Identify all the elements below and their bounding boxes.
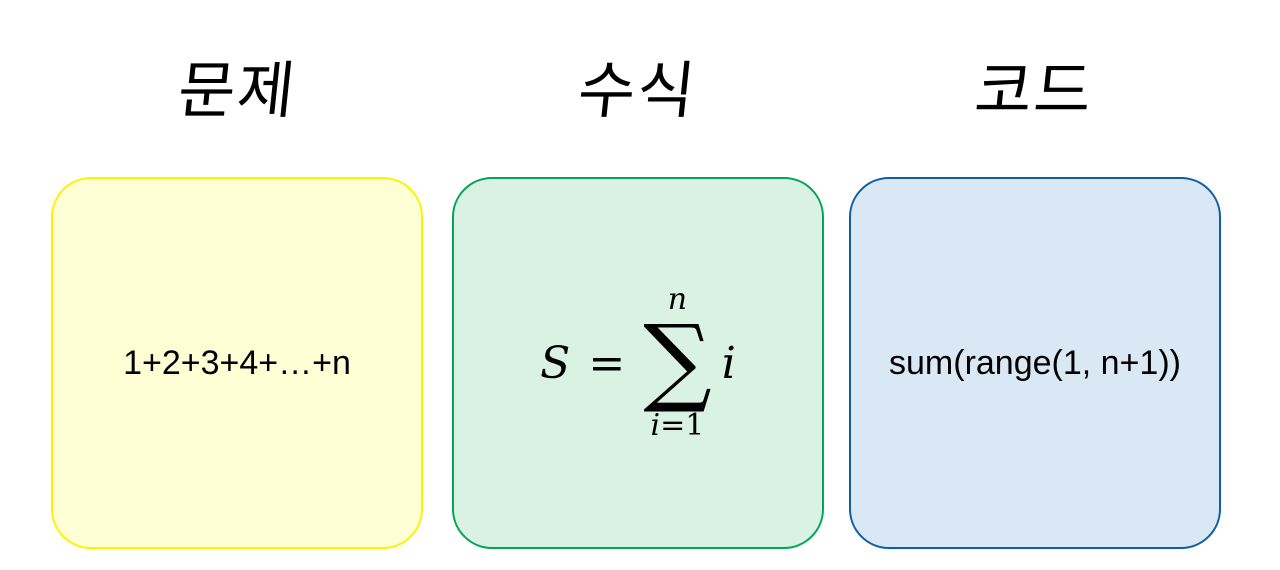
problem-expression: 1+2+3+4+…+n (123, 343, 351, 382)
summation-formula: S = n ∑ i=1 i (540, 285, 736, 441)
heading-formula: 수식 (574, 54, 701, 127)
formula-term: i (721, 337, 736, 389)
code-expression: sum(range(1, n+1)) (889, 343, 1181, 382)
problem-card: 1+2+3+4+…+n (51, 177, 423, 549)
sigma-operator: ∑ (643, 304, 712, 416)
formula-card: S = n ∑ i=1 i (452, 177, 824, 549)
sigma-lower-limit: i=1 (651, 411, 705, 441)
sigma-lower-value: 1 (685, 408, 705, 443)
heading-code: 코드 (971, 54, 1098, 127)
code-card: sum(range(1, n+1)) (849, 177, 1221, 549)
sigma-lower-equals: = (660, 408, 686, 443)
heading-problem: 문제 (174, 54, 301, 127)
sigma-upper-limit: n (667, 282, 688, 317)
sigma-lower-index: i (650, 408, 661, 443)
sigma-block: n ∑ i=1 (643, 285, 712, 441)
formula-lhs: S (540, 337, 571, 389)
formula-equals: = (588, 337, 626, 389)
